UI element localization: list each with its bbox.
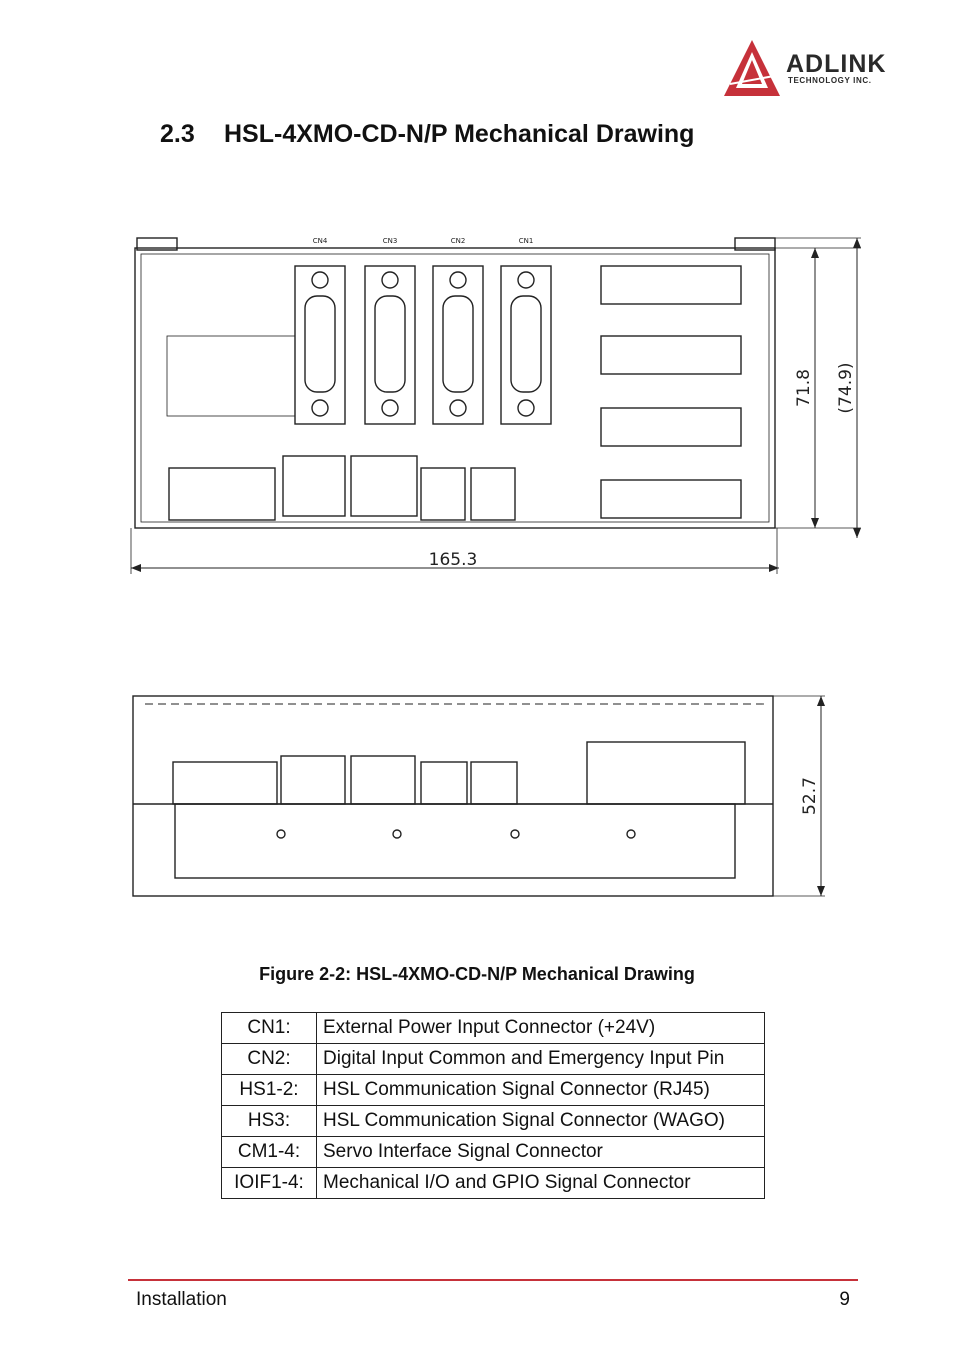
section-title-text: HSL-4XMO-CD-N/P Mechanical Drawing <box>224 120 695 148</box>
legend-key: CN1: <box>221 1012 317 1044</box>
table-row: HS3: HSL Communication Signal Connector … <box>221 1105 765 1137</box>
db-connector-group <box>294 265 552 425</box>
height-reference-dimension: (74.9) <box>836 362 856 413</box>
section-title: 2.3 HSL-4XMO-CD-N/P Mechanical Drawing <box>160 120 694 149</box>
connector-label-cn4: CN4 <box>313 237 328 245</box>
connector-label-cn3: CN3 <box>383 237 398 245</box>
legend-desc: External Power Input Connector (+24V) <box>316 1012 765 1044</box>
table-row: CN1: External Power Input Connector (+24… <box>221 1012 765 1044</box>
side-height-dimension: 52.7 <box>800 777 820 815</box>
side-view-drawing: 52.7 <box>132 695 825 897</box>
legend-desc: Digital Input Common and Emergency Input… <box>316 1043 765 1075</box>
logo-subtitle: TECHNOLOGY INC. <box>788 76 872 85</box>
logo-wordmark: ADLINK <box>786 50 887 78</box>
legend-desc: HSL Communication Signal Connector (WAGO… <box>316 1105 765 1137</box>
legend-key: IOIF1-4: <box>221 1167 317 1199</box>
legend-key: HS3: <box>221 1105 317 1137</box>
top-view-drawing: CN4 CN3 CN2 CN1 165.3 71.8 (74.9) <box>130 237 861 574</box>
legend-desc: Mechanical I/O and GPIO Signal Connector <box>316 1167 765 1199</box>
legend-key: CN2: <box>221 1043 317 1075</box>
footer-divider <box>128 1279 858 1281</box>
adlink-logo: ADLINK TECHNOLOGY INC. <box>722 38 912 102</box>
legend-key: HS1-2: <box>221 1074 317 1106</box>
page-number: 9 <box>839 1289 850 1310</box>
legend-desc: HSL Communication Signal Connector (RJ45… <box>316 1074 765 1106</box>
legend-desc: Servo Interface Signal Connector <box>316 1136 765 1168</box>
adlink-triangle-icon <box>724 40 780 96</box>
table-row: HS1-2: HSL Communication Signal Connecto… <box>221 1074 765 1106</box>
figure-caption: Figure 2-2: HSL-4XMO-CD-N/P Mechanical D… <box>259 964 695 984</box>
connector-legend-table: CN1: External Power Input Connector (+24… <box>221 1012 765 1199</box>
table-row: CN2: Digital Input Common and Emergency … <box>221 1043 765 1075</box>
legend-key: CM1-4: <box>221 1136 317 1168</box>
section-number: 2.3 <box>160 120 195 148</box>
footer-section-name: Installation <box>136 1289 227 1310</box>
table-row: IOIF1-4: Mechanical I/O and GPIO Signal … <box>221 1167 765 1199</box>
connector-label-cn1: CN1 <box>519 237 534 245</box>
height-dimension: 71.8 <box>794 369 814 407</box>
connector-label-cn2: CN2 <box>451 237 466 245</box>
table-row: CM1-4: Servo Interface Signal Connector <box>221 1136 765 1168</box>
width-dimension: 165.3 <box>429 550 478 570</box>
